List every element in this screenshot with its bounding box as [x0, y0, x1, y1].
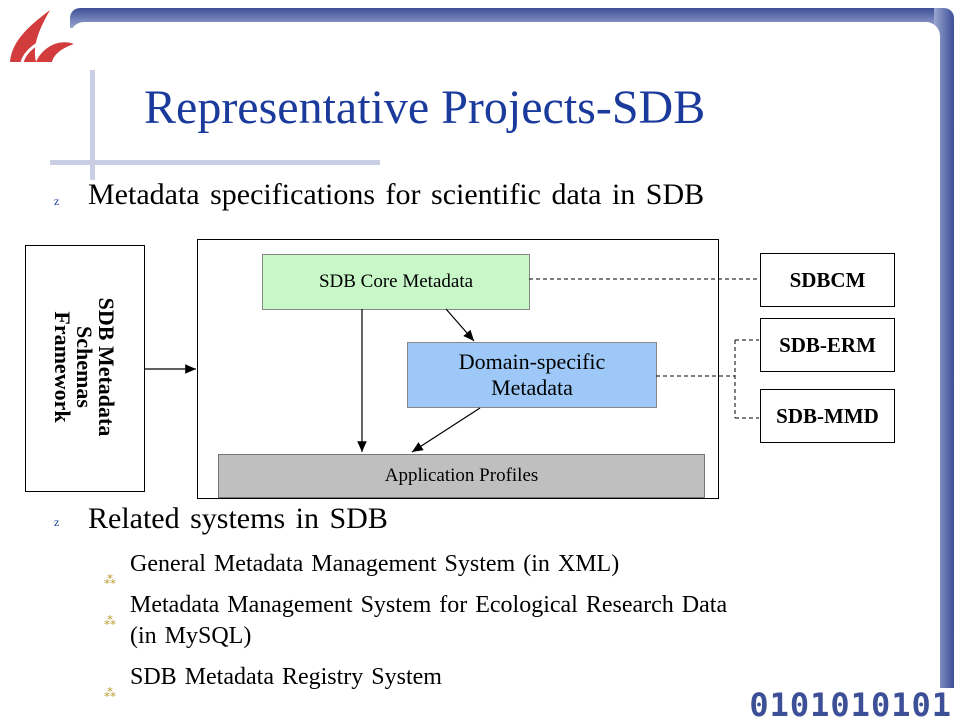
bullet-text: Related systems in SDB	[88, 502, 388, 535]
core-metadata-box: SDB Core Metadata	[262, 254, 530, 310]
logo-icon	[10, 10, 74, 63]
sub-bullet-text: SDB Metadata Registry System	[130, 664, 442, 690]
sdbcm-box: SDBCM	[760, 253, 895, 307]
bullet-text: Metadata specifications for scientific d…	[88, 178, 705, 211]
domain-metadata-box: Domain-specific Metadata	[407, 342, 657, 408]
core-to-domain-arrow	[445, 308, 475, 342]
sub-bullet-text: (in MySQL)	[130, 623, 252, 649]
bullet-icon: z	[54, 515, 60, 529]
domain-metadata-line: Domain-specific	[458, 349, 606, 374]
domain-metadata-line: Metadata	[491, 375, 573, 400]
sub-bullet-text: Metadata Management System for Ecologica…	[130, 592, 728, 618]
sub-bullet-icon: ⁂	[104, 686, 116, 700]
sdb-mmd-box: SDB-MMD	[760, 389, 895, 443]
sub-bullet-text: General Metadata Management System (in X…	[130, 551, 620, 577]
sub-bullet-icon: ⁂	[104, 573, 116, 587]
binary-strip-text: 0101010101	[749, 686, 952, 720]
sub-bullet-icon: ⁂	[104, 614, 116, 628]
sdb-erm-box: SDB-ERM	[760, 318, 895, 372]
slide-title: Representative Projects-SDB	[144, 81, 706, 134]
application-profiles-box: Application Profiles	[218, 454, 705, 498]
framework-box	[25, 245, 145, 492]
domain-to-app-arrow	[411, 407, 481, 453]
decor-vertical-line	[90, 70, 95, 180]
decor-horizontal-line	[50, 160, 380, 165]
bullet-icon: z	[54, 194, 60, 208]
binary-strip-graphic: 0101010101	[749, 686, 952, 720]
